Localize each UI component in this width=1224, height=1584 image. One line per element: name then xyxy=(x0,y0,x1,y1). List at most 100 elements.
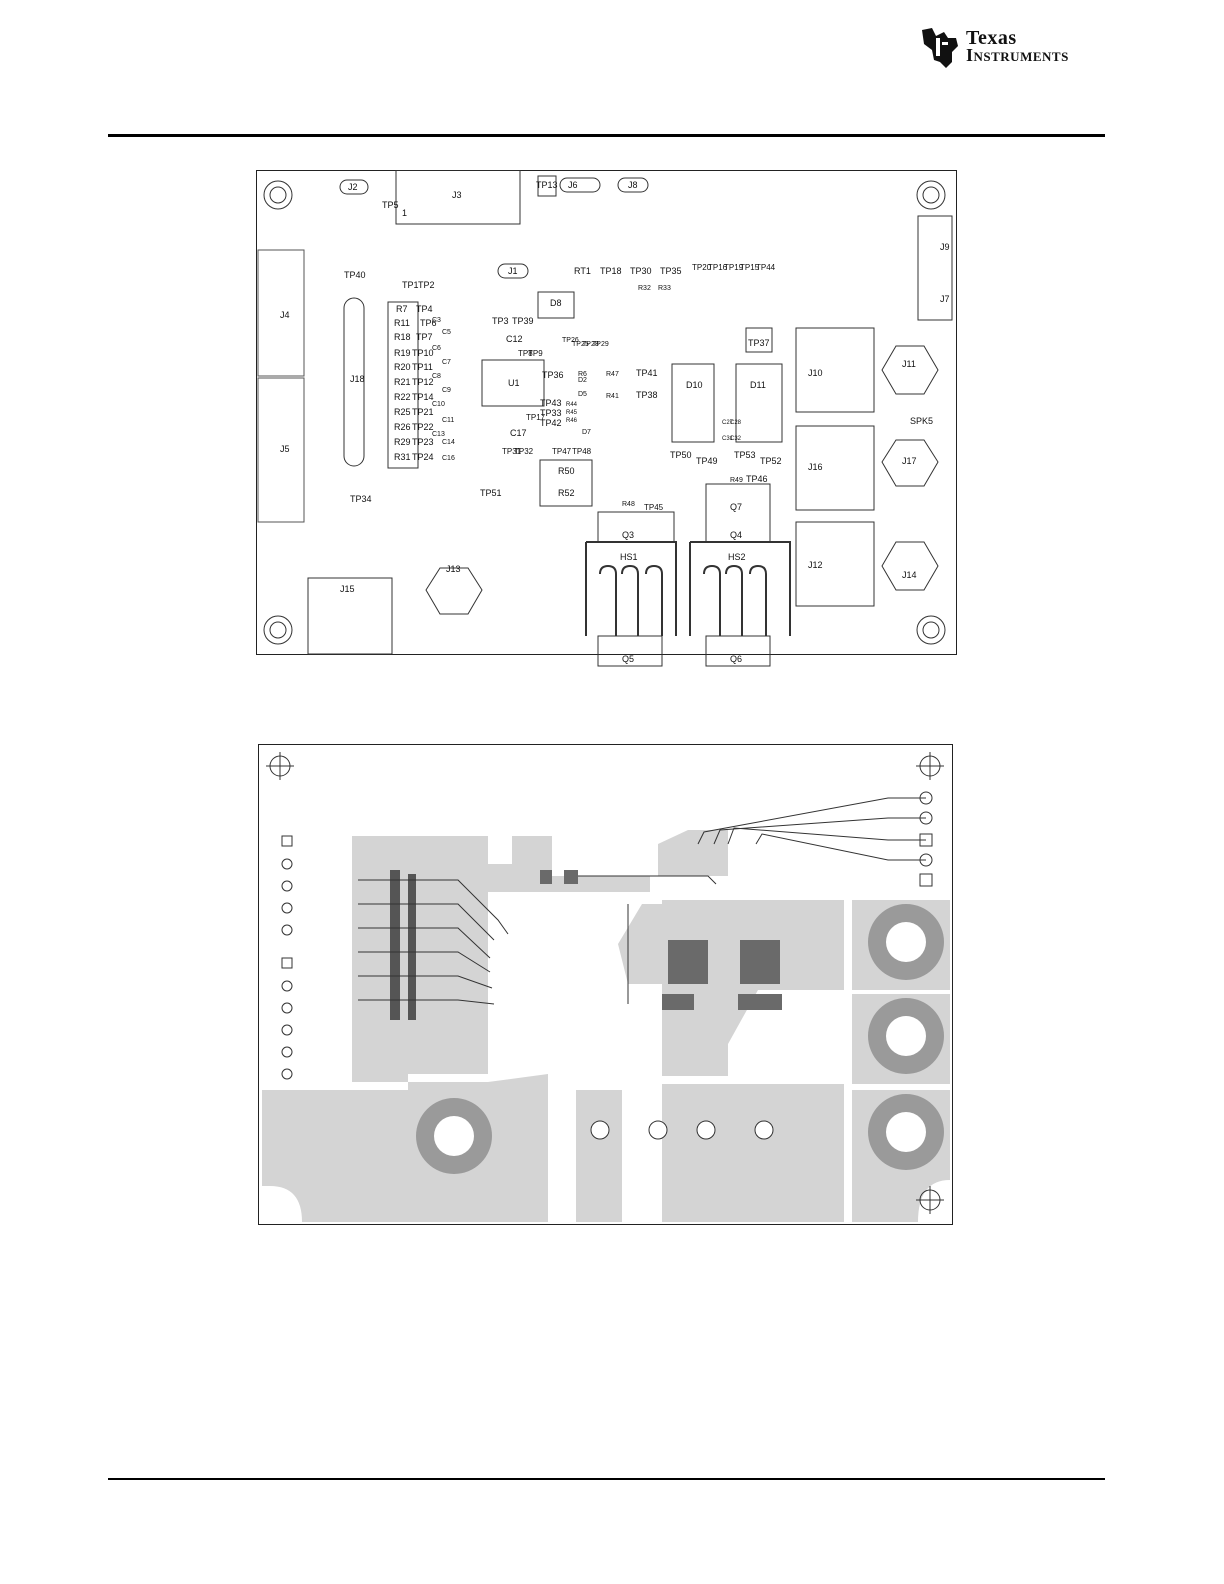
label-d5: D5 xyxy=(578,391,587,398)
label-tp41: TP41 xyxy=(636,368,658,378)
label-r50: R50 xyxy=(558,466,575,476)
label-tp47: TP47 xyxy=(552,447,572,456)
label-tp45: TP45 xyxy=(644,503,664,512)
label-tp29: TP29 xyxy=(592,341,609,348)
label-j15: J15 xyxy=(340,584,355,594)
label-r44: R44 xyxy=(566,402,578,408)
label-j10: J10 xyxy=(808,368,823,378)
label-tp7: TP7 xyxy=(416,332,433,342)
label-r22: R22 xyxy=(394,392,411,402)
label-tp53: TP53 xyxy=(734,450,756,460)
label-tp19: TP19 xyxy=(724,263,744,272)
label-d11: D11 xyxy=(750,380,766,390)
label-c31: C31 xyxy=(722,436,734,442)
label-c32: C32 xyxy=(730,436,742,442)
label-tp51: TP51 xyxy=(480,488,502,498)
header-rule xyxy=(108,134,1105,137)
label-tp46: TP46 xyxy=(746,474,768,484)
label-c3: C3 xyxy=(432,317,441,324)
label-tp21: TP21 xyxy=(412,407,434,417)
label-hs1: HS1 xyxy=(620,552,638,562)
label-c27: C27 xyxy=(722,420,734,426)
company-line2: Instruments xyxy=(966,45,1069,65)
label-d2: D2 xyxy=(578,377,587,384)
label-tp26: TP26 xyxy=(562,337,579,344)
label-r11: R11 xyxy=(394,318,410,328)
label-c12: C12 xyxy=(506,334,523,344)
label-r26: R26 xyxy=(394,422,411,432)
label-tp18: TP18 xyxy=(600,266,622,276)
label-r41: R41 xyxy=(606,393,619,400)
label-r29: R29 xyxy=(394,437,411,447)
label-j11: J11 xyxy=(902,359,916,369)
label-tp42: TP42 xyxy=(540,418,562,428)
label-j3: J3 xyxy=(452,190,462,200)
label-tp8: TP8 xyxy=(518,349,533,358)
label-c10: C10 xyxy=(432,401,445,408)
label-r47: R47 xyxy=(606,371,619,378)
label-tp33: TP33 xyxy=(540,408,562,418)
label-tp23: TP23 xyxy=(412,437,434,447)
label-tp24: TP24 xyxy=(412,452,434,462)
label-tp15: TP15 xyxy=(740,263,760,272)
label-tp49: TP49 xyxy=(696,456,718,466)
label-tp44: TP44 xyxy=(756,263,776,272)
label-tp22: TP22 xyxy=(412,422,434,432)
label-j18: J18 xyxy=(350,374,365,384)
label-tp14: TP14 xyxy=(412,392,434,402)
label-tp40: TP40 xyxy=(344,270,366,280)
label-tp17: TP17 xyxy=(526,413,546,422)
label-rt1: RT1 xyxy=(574,266,591,276)
label-tp16: TP16 xyxy=(708,263,728,272)
label-c28: C28 xyxy=(730,420,742,426)
label-q7: Q7 xyxy=(730,502,742,512)
label-tp3: TP3 xyxy=(492,316,509,326)
pcb-copper-figure xyxy=(258,744,953,1225)
label-r6: R6 xyxy=(578,371,587,378)
label-tp10: TP10 xyxy=(412,348,434,358)
silkscreen-labels: J2 J3 J6 J8 TP13 TP5 1 J4 J5 J18 TP40 TP… xyxy=(280,180,950,664)
label-tp1: TP1 xyxy=(402,280,419,290)
label-tp34: TP34 xyxy=(350,494,372,504)
label-tp50: TP50 xyxy=(670,450,692,460)
label-j14: J14 xyxy=(902,570,917,580)
label-r52: R52 xyxy=(558,488,575,498)
label-d7: D7 xyxy=(582,429,591,436)
label-tp32: TP32 xyxy=(514,447,534,456)
label-tp5: TP5 xyxy=(382,200,399,210)
label-tp20: TP20 xyxy=(692,263,712,272)
label-r46: R46 xyxy=(566,418,578,424)
label-c6: C6 xyxy=(432,345,441,352)
label-hs2: HS2 xyxy=(728,552,746,562)
label-q5: Q5 xyxy=(622,654,634,664)
label-tp6: TP6 xyxy=(420,318,437,328)
label-j5: J5 xyxy=(280,444,290,454)
label-c16: C16 xyxy=(442,455,455,462)
label-r19: R19 xyxy=(394,348,411,358)
label-tp48: TP48 xyxy=(572,447,592,456)
label-tp39: TP39 xyxy=(512,316,534,326)
label-c5: C5 xyxy=(442,329,451,336)
fiducial-icon xyxy=(266,752,944,1214)
label-q4: Q4 xyxy=(730,530,742,540)
label-c17: C17 xyxy=(510,428,527,438)
company-line1: Texas xyxy=(966,27,1017,49)
label-r33: R33 xyxy=(658,285,671,292)
label-c13: C13 xyxy=(432,431,445,438)
label-u1: U1 xyxy=(508,378,520,388)
label-j2: J2 xyxy=(348,182,358,192)
label-tp13: TP13 xyxy=(536,180,558,190)
label-r21: R21 xyxy=(394,377,411,387)
label-r20: R20 xyxy=(394,362,411,372)
label-j7: J7 xyxy=(940,294,950,304)
label-d10: D10 xyxy=(686,380,703,390)
label-r48: R48 xyxy=(622,501,635,508)
company-name: Texas Instruments xyxy=(966,27,1069,65)
label-tp12: TP12 xyxy=(412,377,434,387)
label-j9: J9 xyxy=(940,242,950,252)
label-tp35: TP35 xyxy=(660,266,682,276)
label-c11: C11 xyxy=(442,417,454,424)
label-r25: R25 xyxy=(394,407,411,417)
label-c9: C9 xyxy=(442,387,451,394)
label-spk5: SPK5 xyxy=(910,416,933,426)
